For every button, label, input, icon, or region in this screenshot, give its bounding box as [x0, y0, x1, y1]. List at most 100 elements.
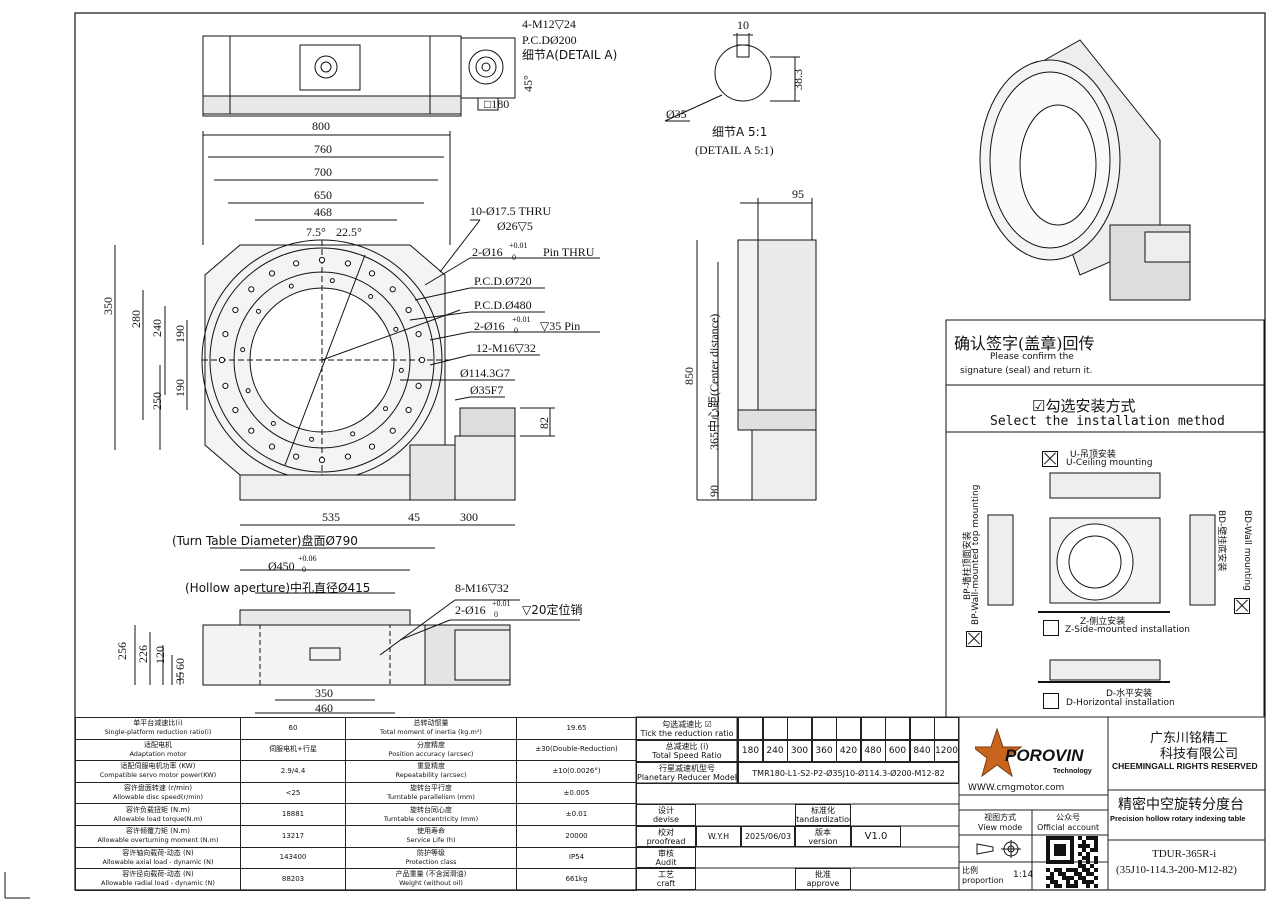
tick-ratio-cell: 勾选减速比 ☑Tick the reduction ratio: [636, 717, 738, 740]
center-label: 365中心距(Center distance): [706, 314, 721, 450]
tapped-hole: [350, 431, 356, 437]
ratio-check-cell[interactable]: [860, 717, 886, 740]
turntable-top-view: [114, 131, 555, 526]
bolt-hole: [344, 453, 351, 460]
d-700-label: 700: [314, 165, 332, 179]
spec-right-value: 19.65: [516, 717, 637, 740]
d-280-label: 280: [129, 310, 143, 328]
spec-left-value: <25: [240, 781, 346, 805]
spec-left-en: Compatible servo motor power(KW): [99, 771, 217, 780]
ratio-check-cell[interactable]: [934, 717, 959, 740]
spec-right-en: Protection class: [405, 857, 457, 866]
ratio-option[interactable]: 360: [811, 740, 837, 762]
motor-plan-view: [202, 35, 516, 117]
spec-right-en: Service Life (h): [406, 836, 456, 845]
bolt-hole: [318, 456, 326, 464]
confirm-title: 确认签字(盖章)回传: [954, 334, 1095, 353]
spec-right-value: ±0.01: [516, 803, 637, 826]
checkbox-ceiling[interactable]: [1042, 451, 1058, 467]
ratio-option[interactable]: 1200: [934, 740, 959, 762]
tapped-hole: [245, 388, 251, 394]
isometric-view: [979, 39, 1191, 301]
spec-right-value: IP54: [516, 846, 637, 870]
d-45-label: 45: [408, 510, 420, 524]
ratio-option[interactable]: 840: [909, 740, 935, 762]
spec-row: 容许盘面转速 (r/min)Allowable disc speed(r/min…: [75, 781, 637, 805]
logo-text: POROVIN: [1005, 746, 1084, 765]
spec-left-cn: 容许负载扭矩 (N.m): [126, 805, 190, 814]
bolt-hole: [405, 406, 412, 414]
spec-row: 容许轴向载荷-动态 (N)Allowable axial load - dyna…: [75, 846, 637, 870]
horizontal-label-cn: D-水平安装: [1106, 689, 1153, 699]
ceiling-label-en: U-Ceiling mounting: [1066, 458, 1153, 468]
checkbox-side-mounted[interactable]: [1043, 620, 1059, 636]
spec-left-en: Allowable radial load - dynamic (N): [101, 879, 215, 888]
bolt-hole: [405, 306, 412, 314]
spec-right-value: ±0.005: [516, 781, 637, 805]
bolt-hole: [368, 270, 376, 277]
ratio-check-cell[interactable]: [762, 717, 788, 740]
cbore-label: Ø26▽5: [497, 219, 533, 233]
bolt-hole: [248, 427, 255, 434]
tapped-hole: [329, 278, 335, 284]
spec-left-cn: 适配电机: [144, 740, 172, 749]
rights-text: CHEEMINGALL RIGHTS RESERVED: [1112, 761, 1258, 771]
turntable-front-view: [134, 547, 580, 714]
ratio-check-cell[interactable]: [909, 717, 935, 740]
ratio-option[interactable]: 180: [738, 740, 763, 762]
spec-right-en: Total moment of inertia (kg.m²): [380, 728, 482, 737]
spec-left-value: 60: [240, 717, 346, 740]
ceiling-label-cn: U-吊顶安装: [1070, 450, 1116, 460]
product-name-en: Precision hollow rotary indexing table: [1110, 814, 1246, 823]
install-title-en: Select the installation method: [990, 414, 1225, 429]
pcd720-label: P.C.D.Ø720: [474, 274, 532, 288]
spec-right-value: 661kg: [516, 868, 637, 891]
m12-label: 4-M12▽24: [522, 17, 576, 31]
spec-right-en: Turntable concentricity (mm): [383, 814, 479, 823]
spec-right-value: ±30(Double-Reduction): [516, 738, 637, 762]
hollow-label: (Hollow aperture)中孔直径Ø415: [185, 580, 370, 595]
d90-label: 90: [707, 485, 721, 497]
logo-sub-text: Technology: [1053, 768, 1092, 775]
ratio-option[interactable]: 240: [762, 740, 788, 762]
bolt-hole: [268, 270, 276, 277]
height-label: 38.3: [791, 69, 805, 90]
spec-left-value: 伺服电机+行星: [240, 738, 346, 762]
checkbox-wall-bottom[interactable]: [1234, 598, 1250, 614]
checkbox-horizontal[interactable]: [1043, 693, 1059, 709]
callout-leaders: [400, 219, 600, 401]
ratio-check-cell[interactable]: [836, 717, 861, 740]
ratio-check-cell[interactable]: [787, 717, 812, 740]
d-535-label: 535: [322, 510, 340, 524]
spec-left-label: 容许径向载荷-动态 (N)Allowable radial load - dyn…: [75, 868, 241, 891]
ratio-option[interactable]: 600: [885, 740, 910, 762]
ratio-check-cell[interactable]: [738, 717, 763, 740]
ratio-option[interactable]: 420: [836, 740, 861, 762]
ratio-check-cell[interactable]: [811, 717, 837, 740]
ratio-option[interactable]: 480: [860, 740, 886, 762]
ratio-option[interactable]: 300: [787, 740, 812, 762]
spec-right-en: Repeatability (arcsec): [395, 771, 467, 780]
tapped-hole: [255, 308, 261, 314]
scale-value: 1:14: [1013, 870, 1034, 880]
star-logo-icon: POROVIN Technology: [971, 727, 1092, 778]
tapped-hole: [288, 283, 294, 289]
d-250-label: 250: [150, 392, 164, 410]
pin35-tol0-label: 0: [514, 326, 518, 335]
version-value: V1.0: [851, 826, 901, 847]
ratio-check-cell[interactable]: [885, 717, 910, 740]
d-190b-label: 190: [173, 379, 187, 397]
checkbox-wall-top[interactable]: [966, 631, 982, 647]
spec-row: 容许径向载荷-动态 (N)Allowable radial load - dyn…: [75, 868, 637, 891]
d256-label: 256: [115, 642, 129, 660]
d850-label: 850: [682, 367, 696, 385]
d35-label: 35: [173, 672, 187, 684]
